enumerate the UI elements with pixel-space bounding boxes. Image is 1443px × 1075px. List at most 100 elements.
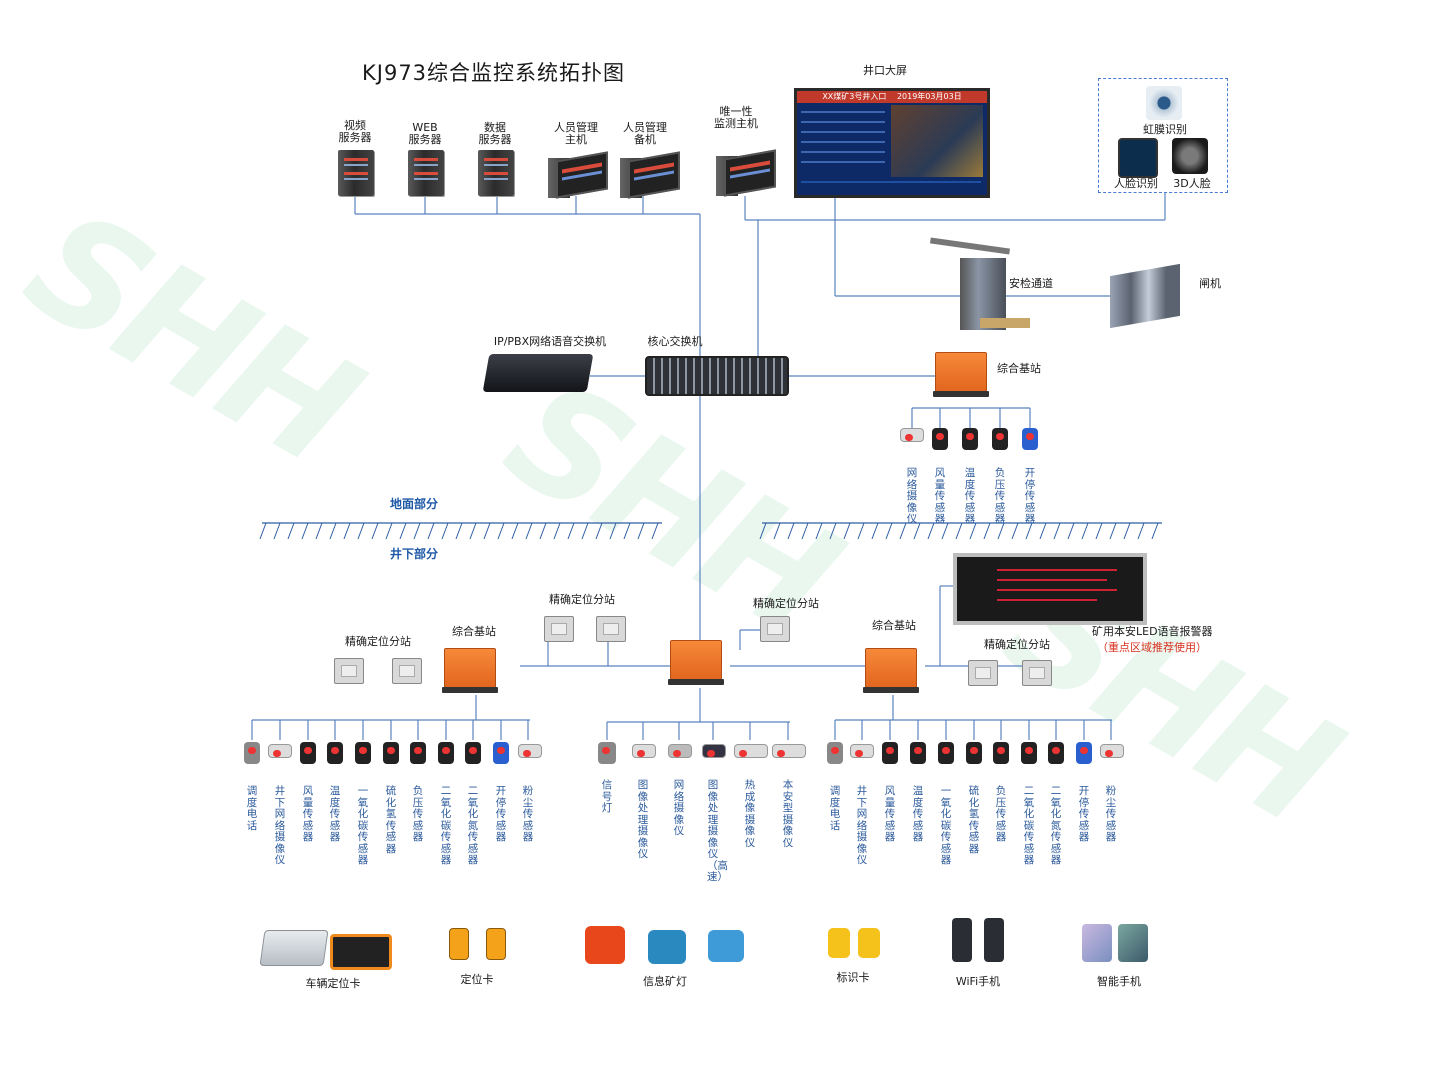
no2-sensor-icon [1048, 742, 1064, 764]
mid-locator-2-icon [596, 616, 626, 642]
ground-zone-label: 地面部分 [390, 497, 439, 511]
wifi-phone-icon [952, 918, 972, 962]
dust-sensor-icon [518, 744, 542, 758]
right-device-label: 风量传感器 [884, 785, 896, 843]
wind-sensor-icon [932, 428, 948, 450]
onoff-sensor-icon [1076, 742, 1092, 764]
thermal-camera-icon [734, 744, 768, 758]
face-3d-icon [1172, 138, 1208, 174]
signal-light-icon [598, 742, 616, 764]
network-camera-icon [668, 744, 692, 758]
security-channel-label: 安检通道 [1009, 277, 1053, 290]
terminal-label: 智能手机 [1097, 975, 1141, 988]
central-base-station-icon [668, 640, 724, 685]
led-alarm-note: （重点区域推荐使用） [1097, 641, 1207, 654]
ground-base-station-label: 综合基站 [997, 362, 1041, 375]
right-locator-2-icon [1022, 660, 1052, 686]
network-camera-icon [900, 428, 924, 442]
left-device-label: 井下网络摄像仪 [274, 785, 286, 866]
iris-icon [1146, 86, 1182, 120]
core-switch-icon [645, 356, 789, 396]
wellhead-screen: XX煤矿3号井入口 2019年03月03日 [794, 88, 990, 198]
mid-device-label: 热成像摄像仪 [744, 779, 756, 849]
h2s-sensor-icon [966, 742, 982, 764]
video-server-label: 视频 服务器 [338, 119, 372, 144]
temp-sensor-icon [962, 428, 978, 450]
co2-sensor-icon [1021, 742, 1037, 764]
left-locator-1-icon [334, 658, 364, 684]
left-device-label: 负压传感器 [412, 785, 424, 843]
mid-locator-label: 精确定位分站 [549, 593, 615, 606]
smartphone-icon [1082, 924, 1112, 962]
turnstile-label: 闸机 [1199, 277, 1221, 290]
cap-lamp-icon [648, 930, 686, 964]
dispatch-phone-icon [244, 742, 260, 764]
security-channel-base [980, 318, 1030, 328]
wifi-phone-icon [984, 918, 1004, 962]
right-device-label: 井下网络摄像仪 [856, 785, 868, 866]
right-device-label: 开停传感器 [1078, 785, 1090, 843]
screen-header: XX煤矿3号井入口 2019年03月03日 [797, 91, 987, 103]
web-server-label: WEB 服务器 [408, 121, 442, 146]
temp-sensor-icon [910, 742, 926, 764]
left-device-label: 二氧化氮传感器 [467, 785, 479, 866]
face-3d-label: 3D人脸 [1173, 177, 1211, 190]
right-locator-label: 精确定位分站 [984, 638, 1050, 651]
right-device-label: 硫化氢传感器 [968, 785, 980, 855]
right-device-label: 温度传感器 [912, 785, 924, 843]
underground-camera-icon [268, 744, 292, 758]
right-locator-1-icon [968, 660, 998, 686]
id-card-icon [828, 928, 850, 958]
mid-device-label: 信号灯 [601, 779, 613, 814]
core-switch-label: 核心交换机 [647, 335, 703, 348]
left-device-label: 二氧化碳传感器 [440, 785, 452, 866]
onoff-sensor-icon [493, 742, 509, 764]
ground-base-station-icon [933, 352, 989, 397]
screen-header-text: XX煤矿3号井入口 [822, 92, 887, 101]
dust-sensor-icon [1100, 744, 1124, 758]
led-alarm-icon [953, 553, 1147, 625]
right-device-label: 二氧化氮传感器 [1050, 785, 1062, 866]
mid-device-label: 图像处理摄像仪 [637, 779, 649, 860]
left-device-label: 硫化氢传感器 [385, 785, 397, 855]
underground-camera-icon [850, 744, 874, 758]
id-card-icon [858, 928, 880, 958]
ground-sensor-label: 负压传感器 [994, 467, 1006, 525]
intrinsic-camera-icon [772, 744, 806, 758]
left-device-label: 开停传感器 [495, 785, 507, 843]
data-server-icon [478, 150, 514, 196]
terminal-label: 信息矿灯 [643, 975, 687, 988]
h2s-sensor-icon [383, 742, 399, 764]
led-alarm-label: 矿用本安LED语音报警器 [1092, 625, 1213, 638]
image-camera-icon [632, 744, 656, 758]
ground-sensor-label: 风量传感器 [934, 467, 946, 525]
left-locator-2-icon [392, 658, 422, 684]
video-server-icon [338, 150, 374, 196]
right-device-label: 调度电话 [829, 785, 841, 832]
wind-sensor-icon [882, 742, 898, 764]
mid-device-label: 本安型摄像仪 [782, 779, 794, 849]
pbx-label: IP/PBX网络语音交换机 [493, 335, 607, 348]
temp-sensor-icon [327, 742, 343, 764]
wellhead-screen-label: 井口大屏 [863, 64, 907, 77]
co-sensor-icon [938, 742, 954, 764]
mid-locator-2-label: 精确定位分站 [753, 597, 819, 610]
right-base-station-label: 综合基站 [872, 619, 916, 632]
unique-monitor-host-label: 唯一性 监测主机 [714, 105, 758, 130]
terminal-label: WiFi手机 [955, 975, 1001, 988]
dispatch-phone-icon [827, 742, 843, 764]
left-device-label: 风量传感器 [302, 785, 314, 843]
terminal-label: 标识卡 [836, 971, 870, 984]
left-device-label: 粉尘传感器 [522, 785, 534, 843]
personnel-host-label: 人员管理 主机 [554, 121, 598, 146]
personnel-backup-label: 人员管理 备机 [623, 121, 667, 146]
pressure-sensor-icon [410, 742, 426, 764]
underground-zone-label: 井下部分 [390, 547, 439, 561]
locator-card-icon [449, 928, 469, 960]
highspeed-camera-icon [702, 744, 726, 758]
right-device-label: 负压传感器 [995, 785, 1007, 843]
wind-sensor-icon [300, 742, 316, 764]
mid-device-label: 网络摄像仪 [673, 779, 685, 837]
pbx-switch-icon [482, 354, 594, 392]
